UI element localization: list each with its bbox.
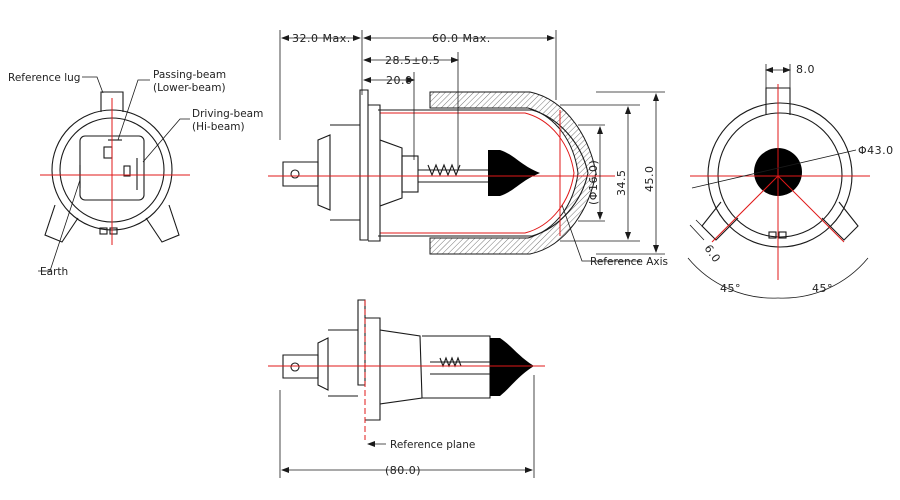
bottom-cap-black: [490, 338, 534, 396]
dim-8: 8.0: [796, 63, 815, 76]
reference-axis-label: Reference Axis: [590, 256, 668, 268]
cap-black: [488, 150, 540, 196]
front-view-cap: [690, 84, 870, 280]
driving-beam-label: Driving-beam: [192, 108, 263, 120]
lower-beam-label: (Lower-beam): [153, 82, 226, 94]
reference-plane-label: Reference plane: [390, 439, 475, 451]
dim-60-max: 60.0 Max.: [432, 32, 491, 45]
dim-34-5: 34.5: [615, 170, 628, 197]
bottom-side-view: [268, 299, 545, 440]
dim-28-5: 28.5±0.5: [385, 54, 440, 67]
dim-45: 45.0: [643, 166, 656, 193]
dim-angle-right: 45°: [812, 282, 833, 295]
front-view-leaders: [38, 76, 190, 272]
passing-beam-label: Passing-beam: [153, 69, 226, 81]
dim-6: 6.0: [702, 242, 724, 265]
side-section-view: [268, 89, 615, 255]
bottom-dimensions: [279, 375, 535, 478]
hi-beam-label: (Hi-beam): [192, 121, 245, 133]
dim-dia-43: Φ43.0: [858, 144, 894, 157]
front-view-connector: [40, 91, 190, 245]
cap-view-dimensions: [687, 64, 869, 299]
dim-overall-80: (80.0): [385, 464, 421, 477]
reference-lug-label: Reference lug: [8, 72, 80, 84]
dim-angle-left: 45°: [720, 282, 741, 295]
dim-dia-16: (Φ16.0): [587, 160, 600, 205]
dim-20: 20.0: [386, 74, 413, 87]
earth-label: Earth: [40, 266, 68, 278]
center-dimensions: [279, 30, 665, 262]
dim-32-max: 32.0 Max.: [292, 32, 351, 45]
